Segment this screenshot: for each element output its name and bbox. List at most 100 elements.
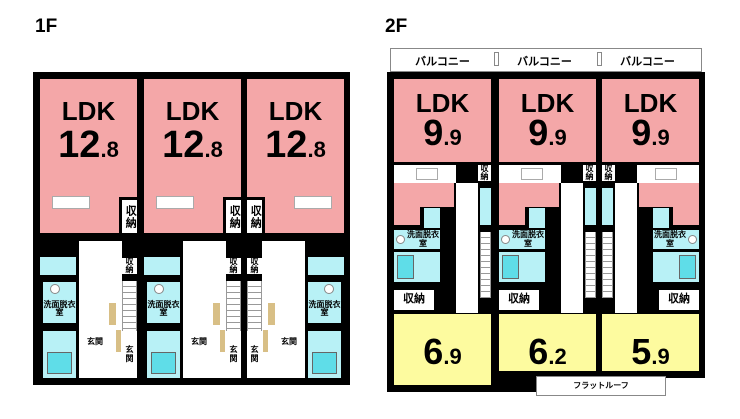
washroom-label: 洗面脱衣室 (512, 230, 544, 248)
shoe-shelf-2 (116, 330, 121, 352)
ldk-area: 9.9 (602, 115, 699, 151)
storage-small: 収納 (122, 257, 137, 274)
shoe-shelf-2 (220, 330, 225, 352)
kitchen-counter (655, 168, 677, 180)
stairs (122, 281, 137, 331)
washroom-upper (653, 208, 669, 228)
area-decimal: .9 (651, 125, 670, 150)
ldk-room (247, 79, 344, 197)
balcony-divider (494, 52, 499, 66)
storage-closet: 収納 (583, 164, 596, 181)
kitchen-counter (52, 196, 90, 209)
washroom-label: 洗面脱衣室 (407, 230, 439, 248)
stairs (480, 232, 491, 298)
ldk-room-lower (394, 183, 454, 207)
ldk-area: 12.8 (247, 126, 344, 164)
area-integer: 6 (423, 331, 444, 372)
washroom (394, 230, 440, 249)
bedroom (499, 314, 596, 371)
shoe-shelf-2 (263, 330, 268, 352)
area-decimal: .9 (548, 125, 567, 150)
closet: 収納 (499, 290, 539, 310)
area-integer: 9 (528, 112, 549, 153)
stairs (585, 232, 596, 298)
ldk-room-lower-2 (673, 207, 699, 225)
stairs (226, 281, 241, 331)
ldk-area: 12.8 (40, 126, 137, 164)
balcony-label: バルコニー (415, 56, 470, 68)
bathtub-icon (47, 352, 72, 374)
entrance-2: 玄関 (226, 331, 241, 378)
bathtub-icon (397, 255, 414, 279)
ldk-label: LDK (623, 88, 678, 118)
storage-small: 収納 (247, 257, 262, 274)
floor-label-2f: 2F (385, 16, 408, 37)
sink-icon (324, 284, 334, 294)
bathtub-icon (502, 255, 519, 279)
toilet (40, 257, 76, 275)
shoe-shelf (109, 303, 116, 325)
bedroom-area: 6.2 (499, 334, 596, 370)
balcony-label: バルコニー (517, 56, 572, 68)
washroom-upper (424, 208, 440, 228)
entrance: 玄関 (84, 330, 106, 354)
ldk-label: LDK (165, 96, 220, 126)
ldk-area: 12.8 (144, 126, 241, 164)
area-decimal: .9 (443, 125, 462, 150)
sink-icon (50, 284, 60, 294)
area-decimal: .8 (100, 137, 119, 162)
ldk-room-lower (499, 183, 559, 207)
washroom-label: 洗面脱衣室 (43, 299, 76, 317)
kitchen-counter (156, 196, 194, 209)
storage-closet: 収納 (602, 164, 615, 181)
ldk-label: LDK (415, 88, 470, 118)
entrance: 玄関 (278, 330, 300, 354)
storage-closet: 収納 (247, 200, 262, 233)
stairs (247, 281, 262, 331)
entrance-2: 玄関 (122, 331, 137, 378)
ldk-area: 9.9 (499, 115, 596, 151)
storage-small: 収納 (226, 257, 241, 274)
washroom (653, 230, 699, 249)
area-integer: 9 (631, 112, 652, 153)
kitchen-counter (416, 168, 438, 180)
ldk-label: LDK (61, 96, 116, 126)
bedroom-area: 6.9 (394, 334, 491, 370)
toilet (144, 257, 180, 275)
area-decimal: .9 (443, 344, 462, 369)
washroom (499, 230, 545, 249)
bedroom (602, 314, 699, 371)
area-integer: 6 (528, 331, 549, 372)
ldk-room-lower (639, 183, 699, 207)
shoe-shelf (268, 303, 275, 325)
area-integer: 9 (423, 112, 444, 153)
shoe-shelf (213, 303, 220, 325)
sink-icon (396, 235, 405, 244)
sink-icon (501, 235, 510, 244)
sink-icon (688, 235, 697, 244)
storage-closet: 収納 (122, 200, 137, 233)
ldk-label: LDK (268, 96, 323, 126)
washroom-label: 洗面脱衣室 (308, 299, 341, 317)
hallway (561, 183, 583, 313)
closet: 収納 (394, 290, 434, 310)
washroom-label: 洗面脱衣室 (147, 299, 180, 317)
hallway (456, 183, 478, 313)
area-integer: 12 (162, 124, 205, 166)
bathtub-icon (312, 352, 337, 374)
ldk-room-lower-2 (394, 207, 420, 225)
ldk-room (144, 79, 241, 197)
kitchen-counter (294, 196, 332, 209)
toilet (308, 257, 344, 275)
area-integer: 12 (58, 124, 101, 166)
storage-closet: 収納 (478, 164, 491, 181)
balcony-label: バルコニー (620, 56, 675, 68)
bathtub-icon (679, 255, 696, 279)
ldk-label: LDK (520, 88, 575, 118)
bedroom (394, 314, 491, 385)
hallway (615, 183, 637, 313)
toilet (602, 188, 613, 225)
toilet (585, 188, 596, 225)
sink-icon (154, 284, 164, 294)
area-decimal: .2 (548, 344, 567, 369)
